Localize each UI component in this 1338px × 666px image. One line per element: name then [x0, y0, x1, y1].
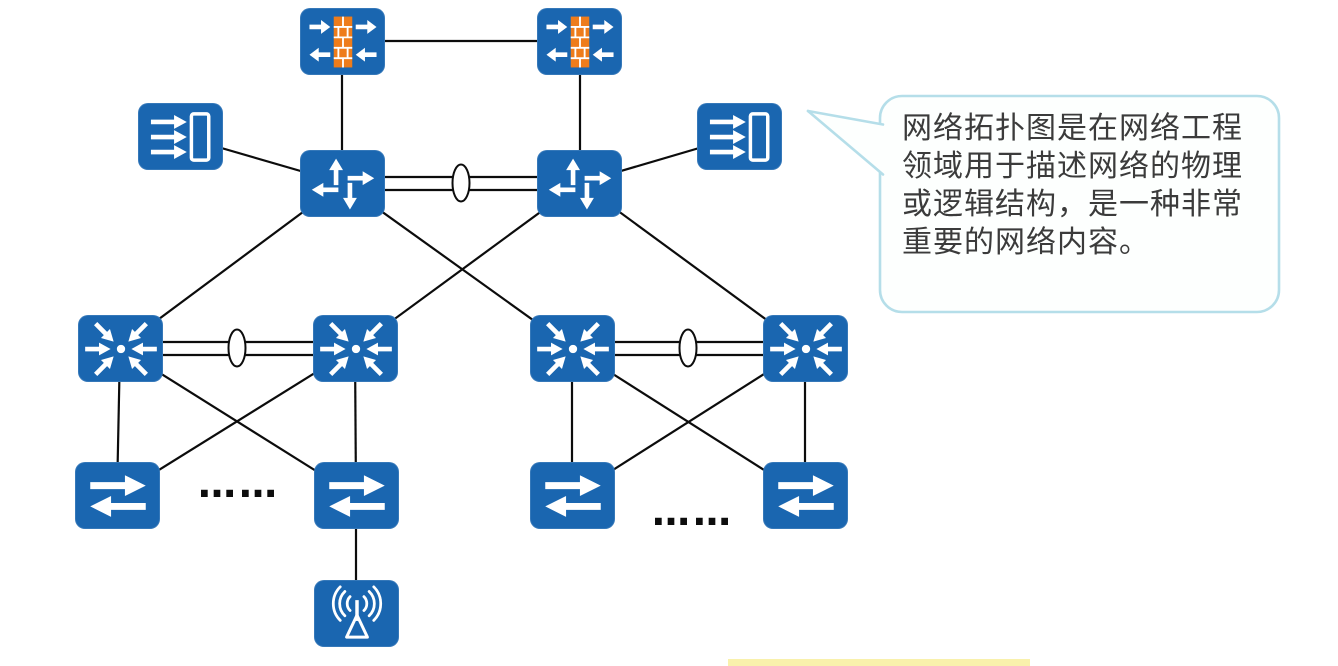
- router-icon: [548, 158, 611, 209]
- speech-bubble: [806, 94, 1281, 314]
- aggregation-switch-icon: [319, 319, 392, 378]
- callout-text: 网络拓扑图是在网络工程 领域用于描述网络的物理 或逻辑结构，是一种非常 重要的网…: [902, 110, 1270, 262]
- node-core-router-2: [537, 150, 622, 217]
- node-access-switch-3: [530, 462, 615, 529]
- node-access-switch-4: [763, 462, 848, 529]
- ellipsis-right: ……: [652, 490, 734, 534]
- node-agg-switch-1: [78, 315, 163, 382]
- access-switch-icon: [89, 474, 146, 517]
- callout-line-3: 或逻辑结构，是一种非常: [902, 187, 1243, 222]
- access-switch-icon: [544, 474, 601, 517]
- access-switch-icon: [777, 474, 834, 517]
- node-wireless-ap: [314, 580, 399, 647]
- callout-line-2: 领域用于描述网络的物理: [902, 149, 1243, 184]
- access-switch-icon: [328, 474, 385, 517]
- node-server-left: [138, 103, 223, 170]
- firewall-icon: [308, 16, 377, 67]
- server-icon: [709, 111, 769, 162]
- node-agg-switch-2: [313, 315, 398, 382]
- firewall-icon: [545, 16, 614, 67]
- callout-line-1: 网络拓扑图是在网络工程: [902, 111, 1243, 146]
- node-agg-switch-4: [763, 315, 848, 382]
- node-firewall-1: [300, 8, 385, 75]
- node-access-switch-2: [314, 462, 399, 529]
- node-server-right: [697, 103, 782, 170]
- highlight-artifact: [728, 659, 1030, 666]
- aggregation-switch-icon: [84, 319, 157, 378]
- node-core-router-1: [300, 150, 385, 217]
- link-aggregation-ellipses: [227, 163, 698, 368]
- callout-line-4: 重要的网络内容。: [902, 225, 1150, 260]
- node-access-switch-1: [75, 462, 160, 529]
- node-firewall-2: [537, 8, 622, 75]
- ellipsis-left: ……: [198, 462, 280, 506]
- aggregation-switch-icon: [769, 319, 842, 378]
- server-icon: [150, 111, 210, 162]
- node-agg-switch-3: [530, 315, 615, 382]
- wireless-ap-icon: [331, 584, 382, 639]
- router-icon: [311, 158, 374, 209]
- aggregation-switch-icon: [536, 319, 609, 378]
